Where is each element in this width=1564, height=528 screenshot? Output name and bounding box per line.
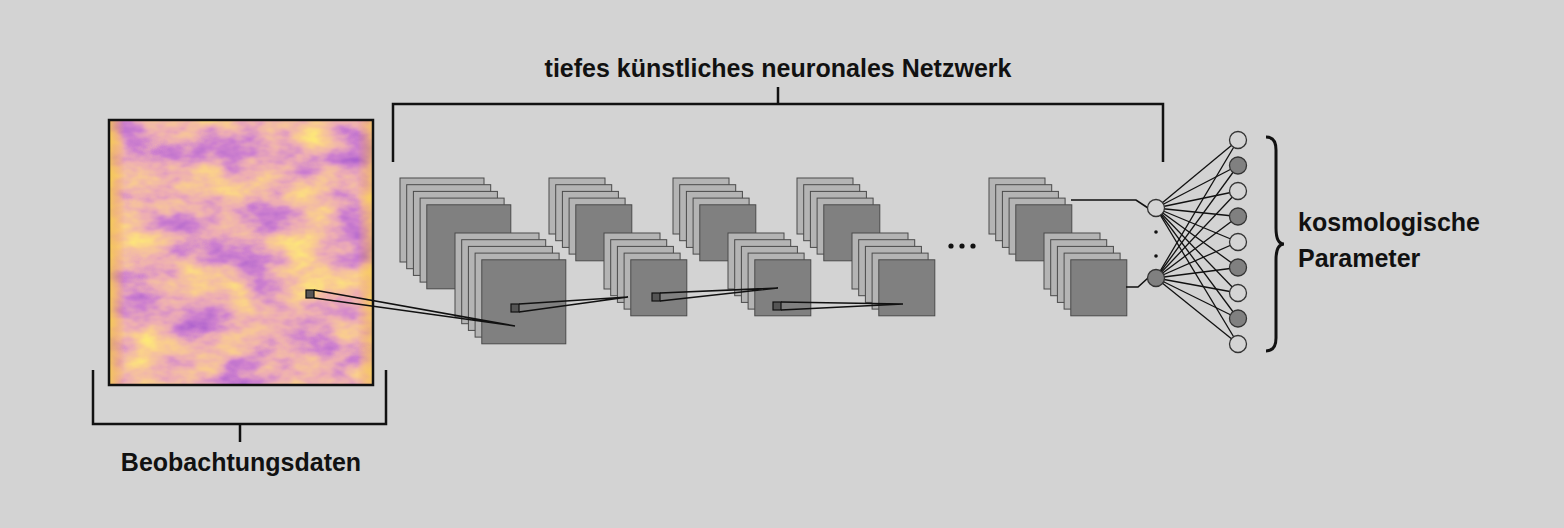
receptive-line [314, 290, 515, 326]
neuron [1148, 270, 1165, 287]
input-label: Beobachtungsdaten [121, 444, 361, 480]
dense-connection [1156, 208, 1238, 344]
dense-connection [1156, 278, 1238, 293]
dense-connection [1156, 166, 1238, 279]
bracket [393, 87, 1163, 162]
neuron [1230, 336, 1247, 353]
dense-connection [1156, 208, 1238, 319]
curly-brace [1266, 137, 1284, 351]
dense-connection [1156, 268, 1238, 279]
neuron [1230, 208, 1247, 225]
feature-map-stack [455, 233, 566, 344]
neuron [1230, 310, 1247, 327]
kernel-square [773, 302, 781, 310]
ellipsis-dot [1154, 230, 1158, 234]
kernel-square [306, 290, 314, 298]
dense-connection [1156, 140, 1238, 278]
network-title: tiefes künstliches neuronales Netzwerk [545, 50, 1012, 86]
output-label: kosmologische Parameter [1298, 204, 1538, 276]
feature-map-stack [604, 233, 687, 316]
image-base [109, 120, 373, 385]
receptive-field [511, 297, 628, 312]
ellipsis-dot [948, 243, 953, 248]
kernel-square [652, 293, 660, 301]
feature-map [879, 260, 935, 316]
neuron [1230, 183, 1247, 200]
network [306, 132, 1247, 353]
feature-map [631, 260, 687, 316]
receptive-field [306, 290, 515, 326]
dense-connection [1156, 166, 1238, 209]
neuron [1230, 157, 1247, 174]
image-edge [109, 120, 373, 385]
neuron [1230, 132, 1247, 149]
kernel-square [511, 304, 519, 312]
feature-map [755, 260, 811, 316]
dense-connection [1156, 140, 1238, 208]
flatten-line [1126, 278, 1148, 287]
receptive-line [519, 297, 628, 312]
bracket [93, 370, 386, 442]
feature-map-stack [728, 233, 811, 316]
dense-connection [1156, 278, 1238, 344]
neuron [1230, 259, 1247, 276]
image-texture [109, 120, 373, 385]
flatten-line [1071, 200, 1148, 208]
dense-connection [1156, 191, 1238, 208]
neuron [1230, 285, 1247, 302]
image-border [109, 120, 373, 385]
dense-connection [1156, 242, 1238, 278]
ellipsis-dot [1154, 254, 1158, 258]
ellipsis-dot [959, 243, 964, 248]
neuron [1148, 200, 1165, 217]
dense-connection [1156, 191, 1238, 278]
feature-map [1071, 260, 1127, 316]
observation-image [109, 120, 373, 385]
receptive-field [652, 288, 778, 301]
dense-connection [1156, 278, 1238, 319]
ellipsis-dot [970, 243, 975, 248]
dense-connection [1156, 208, 1238, 268]
receptive-line [660, 288, 778, 301]
receptive-field [773, 302, 903, 310]
receptive-line [781, 302, 903, 310]
feature-map-stack [1044, 233, 1127, 316]
dense-connection [1156, 217, 1238, 279]
neuron [1230, 234, 1247, 251]
